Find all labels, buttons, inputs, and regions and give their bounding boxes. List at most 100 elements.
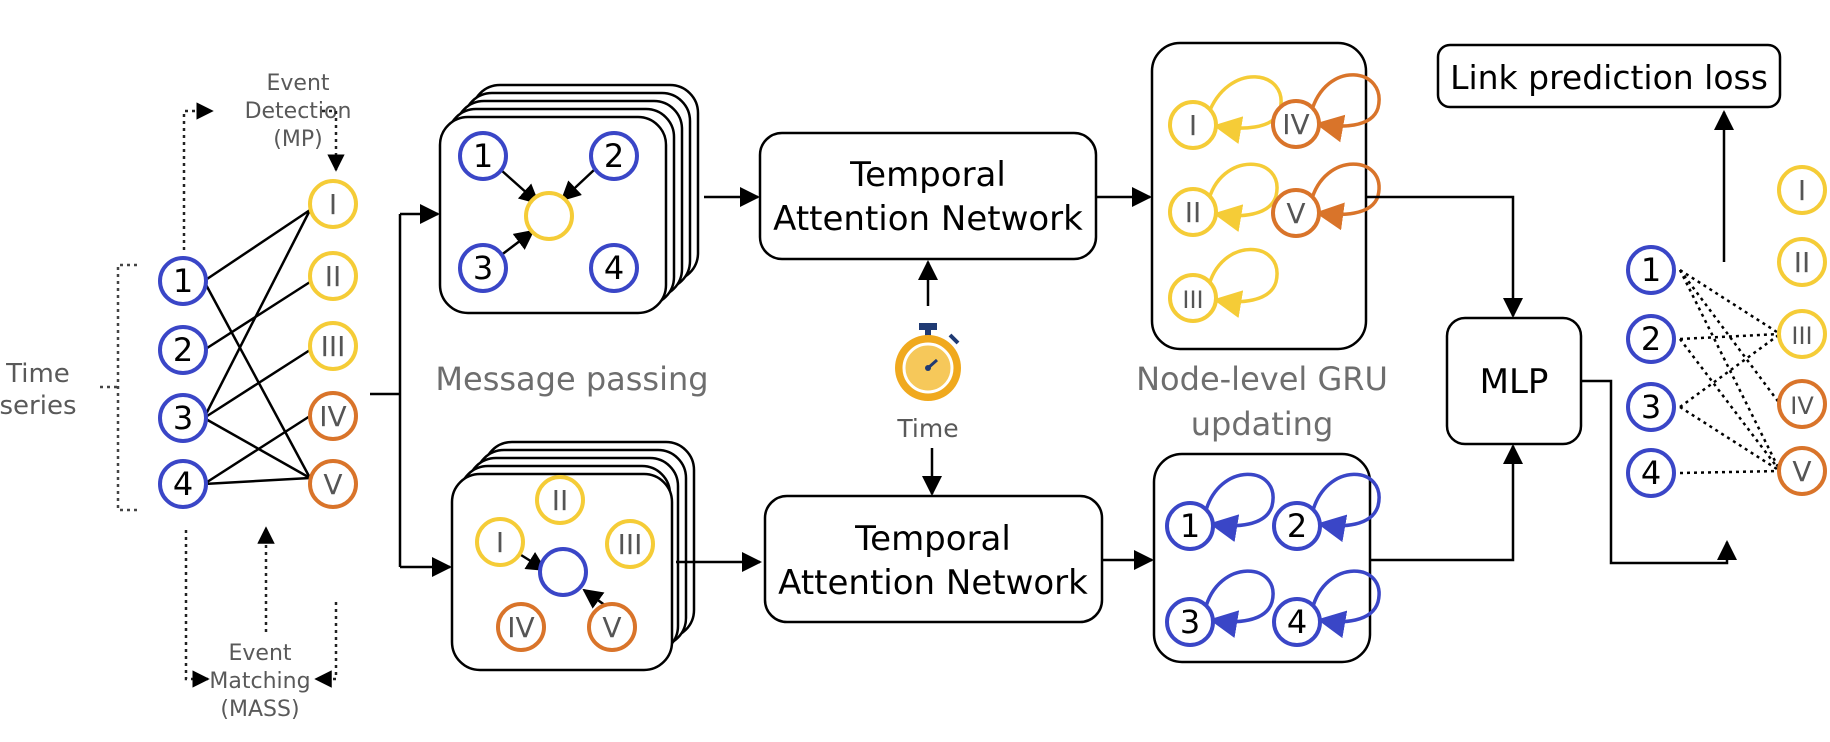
series-nodes: 1 2 3 4	[158, 256, 208, 509]
out-series-1	[1626, 245, 1676, 295]
event-detection-label-1: Event	[266, 71, 329, 96]
gru-node-1-label: 1	[1180, 507, 1200, 545]
time-series-label-line2: series	[0, 391, 77, 421]
event-detection-arrow-left	[182, 102, 214, 250]
loss-label: Link prediction loss	[1450, 58, 1768, 97]
out-series-2-label: 2	[1641, 320, 1661, 358]
gru-node-II	[1168, 187, 1218, 237]
tan-top-title-2: Attention Network	[773, 199, 1083, 239]
gru-node-III-label: III	[1182, 286, 1203, 314]
event-matching-label-1: Event	[228, 641, 291, 666]
mlp-box: MLP	[1445, 316, 1583, 446]
series-node-3-label: 3	[173, 399, 193, 437]
event-nodes: I II III IV V	[308, 179, 358, 509]
event-node-IV	[308, 391, 358, 441]
series-node-4	[158, 459, 208, 509]
event-detection-label-3: (MP)	[273, 127, 322, 152]
time-series-group: Time series	[0, 263, 137, 512]
event-node-II-label: II	[325, 260, 342, 293]
tan-top-box: Temporal Attention Network	[758, 131, 1098, 261]
series-node-3	[158, 393, 208, 443]
gru-node-IV-label: IV	[1282, 108, 1309, 141]
gru-node-4	[1272, 597, 1322, 647]
out-series-4	[1626, 448, 1676, 498]
gru-label-2: updating	[1191, 405, 1334, 443]
event-matching-arrow-right	[314, 602, 338, 688]
mp-center-node-top	[524, 191, 574, 241]
output-dotted-edges	[1678, 268, 1782, 475]
arrow-mlp-to-output	[1581, 379, 1737, 565]
gru-bottom-box: 1 2 3 4	[1152, 452, 1381, 664]
stopwatch-icon	[895, 323, 961, 401]
event-matching-label-3: (MASS)	[220, 697, 299, 722]
out-series-1-label: 1	[1641, 251, 1661, 289]
out-event-III-label: III	[1791, 322, 1812, 350]
mp-event-III	[605, 519, 655, 569]
mp-event-IV	[496, 602, 546, 652]
arrow-gru-top-to-mlp	[1366, 195, 1523, 318]
gru-node-V	[1271, 188, 1321, 238]
mp-event-V-label: V	[602, 611, 621, 644]
out-series-3	[1626, 382, 1676, 432]
bipartite-edges	[202, 208, 312, 486]
time-series-label-line1: Time	[5, 359, 70, 389]
series-node-1	[158, 256, 208, 306]
mp-event-V	[587, 602, 637, 652]
mp-event-IV-label: IV	[507, 611, 534, 644]
mlp-label: MLP	[1480, 362, 1549, 402]
mp-node-1-label: 1	[473, 137, 493, 175]
tan-bottom-title-1: Temporal	[854, 519, 1011, 559]
event-node-II	[308, 251, 358, 301]
mp-center-node-bottom	[538, 547, 588, 597]
event-node-III	[308, 321, 358, 371]
series-node-2-label: 2	[173, 331, 193, 369]
out-event-I-label: I	[1798, 174, 1806, 207]
gru-top-box: I IV II V III	[1150, 41, 1381, 351]
out-event-II	[1777, 237, 1827, 287]
mp-node-2-label: 2	[604, 137, 624, 175]
out-event-V-label: V	[1792, 455, 1811, 488]
gru-node-1	[1165, 501, 1215, 551]
event-matching-label-2: Matching	[209, 669, 310, 694]
mp-event-II-label: II	[552, 484, 569, 517]
mp-event-I	[475, 517, 525, 567]
mp-node-4-label: 4	[604, 249, 624, 287]
tan-top-title-1: Temporal	[849, 155, 1006, 195]
gru-node-I-label: I	[1189, 109, 1197, 142]
out-event-IV-label: IV	[1790, 392, 1814, 420]
gru-node-2	[1272, 501, 1322, 551]
gru-node-2-label: 2	[1287, 507, 1307, 545]
gru-label-1: Node-level GRU	[1136, 360, 1388, 398]
event-detection-arrow-right	[322, 109, 345, 172]
message-passing-label: Message passing	[435, 360, 708, 398]
time-series-bracket	[116, 263, 137, 512]
gru-node-II-label: II	[1185, 196, 1202, 229]
series-node-1-label: 1	[173, 262, 193, 300]
message-passing-stack-top: 1 2 3 4	[438, 83, 700, 315]
out-event-I	[1777, 165, 1827, 215]
event-detection-group: Event Detection (MP)	[182, 71, 351, 250]
gru-node-4-label: 4	[1287, 603, 1307, 641]
event-node-V-label: V	[323, 468, 342, 501]
gru-node-IV	[1271, 99, 1321, 149]
gru-node-3	[1165, 597, 1215, 647]
gru-node-3-label: 3	[1180, 603, 1200, 641]
gru-node-I	[1168, 100, 1218, 150]
mp-node-4	[589, 243, 639, 293]
output-series-nodes: 1 2 3 4	[1626, 245, 1676, 498]
series-node-2	[158, 325, 208, 375]
out-series-4-label: 4	[1641, 454, 1661, 492]
event-node-I	[308, 179, 358, 229]
split-connector	[370, 204, 452, 577]
event-node-IV-label: IV	[319, 400, 346, 433]
mp-event-II	[535, 475, 585, 525]
event-node-V	[308, 459, 358, 509]
out-series-2	[1626, 314, 1676, 364]
mp-event-I-label: I	[496, 526, 504, 559]
series-node-4-label: 4	[173, 465, 193, 503]
output-event-nodes: I II III IV V	[1777, 165, 1827, 496]
tan-bottom-title-2: Attention Network	[778, 563, 1088, 603]
gru-node-III	[1168, 273, 1218, 323]
